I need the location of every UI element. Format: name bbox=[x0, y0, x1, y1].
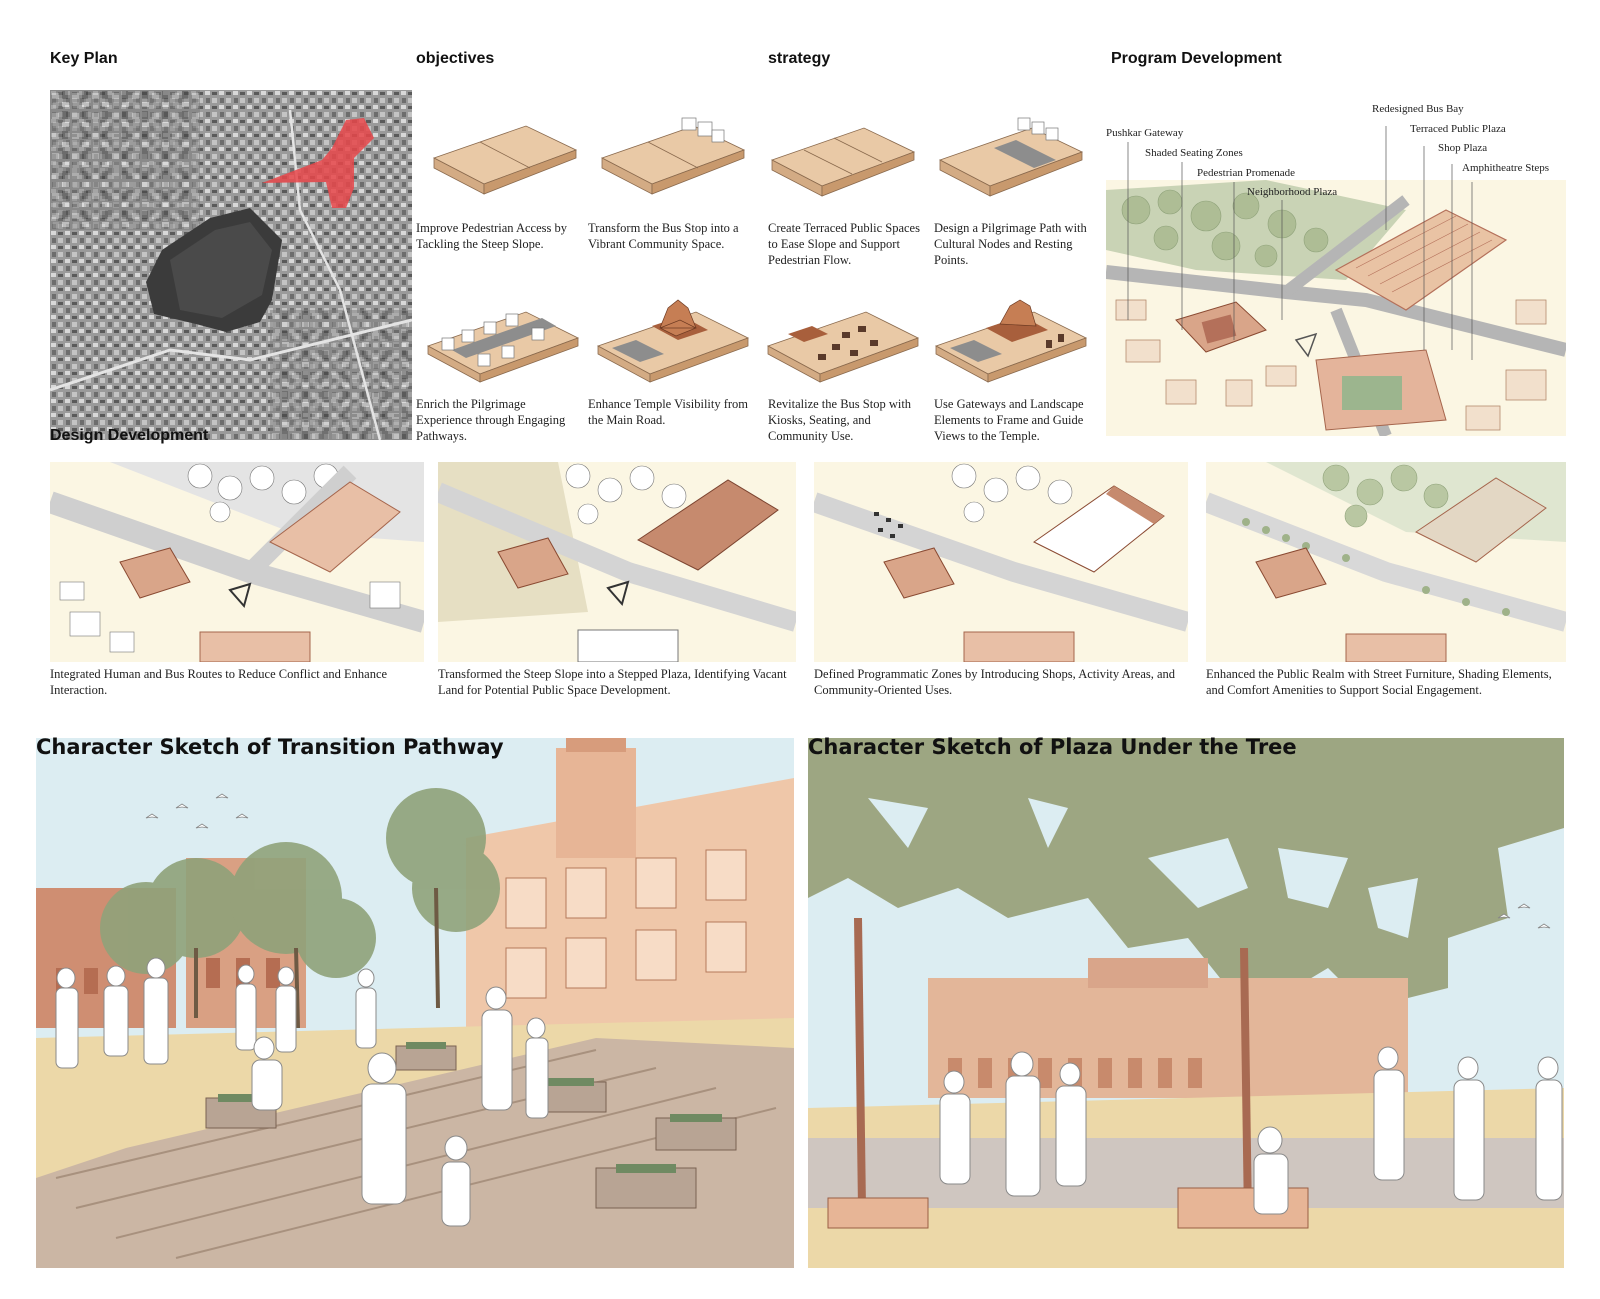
objectives-heading: objectives bbox=[416, 50, 495, 67]
strategy-heading: strategy bbox=[768, 50, 831, 67]
strategy-diagram-1 bbox=[764, 118, 924, 208]
design-development-caption-2: Transformed the Steep Slope into a Stepp… bbox=[438, 667, 787, 697]
label-redesigned-bus-bay: Redesigned Bus Bay bbox=[1372, 103, 1464, 115]
objective-diagram-4 bbox=[592, 290, 758, 392]
objective-diagram-3 bbox=[422, 296, 588, 392]
label-amphitheatre-steps: Amphitheatre Steps bbox=[1462, 162, 1550, 174]
objective-caption-1: Improve Pedestrian Access by Tackling th… bbox=[416, 221, 568, 251]
label-pedestrian-promenade: Pedestrian Promenade bbox=[1197, 167, 1296, 179]
label-shaded-seating-zones: Shaded Seating Zones bbox=[1145, 147, 1243, 159]
objective-diagram-2 bbox=[594, 110, 754, 208]
label-neighborhood-plaza: Neighborhood Plaza bbox=[1247, 186, 1338, 198]
strategy-caption-4: Use Gateways and Landscape Elements to F… bbox=[934, 397, 1084, 443]
objective-caption-4: Enhance Temple Visibility from the Main … bbox=[588, 397, 749, 427]
strategy-caption-2: Design a Pilgrimage Path with Cultural N… bbox=[934, 221, 1087, 267]
design-development-caption-3: Defined Programmatic Zones by Introducin… bbox=[814, 667, 1176, 697]
objective-diagram-1 bbox=[426, 118, 586, 208]
strategy-diagram-2 bbox=[932, 108, 1092, 208]
design-development-plan-2 bbox=[438, 462, 796, 662]
key-plan-heading: Key Plan bbox=[50, 50, 118, 67]
design-development-caption-4: Enhanced the Public Realm with Street Fu… bbox=[1206, 667, 1552, 697]
site-highlight bbox=[262, 118, 374, 208]
design-development-plan-4 bbox=[1206, 462, 1566, 662]
program-development-heading: Program Development bbox=[1111, 50, 1282, 67]
label-shop-plaza: Shop Plaza bbox=[1438, 142, 1488, 154]
objective-caption-2: Transform the Bus Stop into a Vibrant Co… bbox=[588, 221, 739, 251]
label-terraced-public-plaza: Terraced Public Plaza bbox=[1410, 123, 1506, 135]
key-plan-aerial-image bbox=[50, 90, 412, 440]
objective-caption-3: Enrich the Pilgrimage Experience through… bbox=[416, 397, 566, 443]
sketch-transition-heading: Character Sketch of Transition Pathway bbox=[36, 735, 504, 759]
design-development-caption-1: Integrated Human and Bus Routes to Reduc… bbox=[50, 667, 388, 697]
design-development-heading: Design Development bbox=[50, 427, 209, 444]
design-development-plan-1 bbox=[50, 462, 424, 662]
strategy-diagram-3 bbox=[762, 296, 928, 392]
strategy-caption-3: Revitalize the Bus Stop with Kiosks, Sea… bbox=[768, 397, 912, 443]
design-development-plan-3 bbox=[814, 462, 1188, 662]
sketch-transition-pathway bbox=[36, 738, 794, 1268]
program-development-plan bbox=[1106, 180, 1566, 436]
strategy-diagram-4 bbox=[930, 290, 1096, 392]
label-pushkar-gateway: Pushkar Gateway bbox=[1106, 127, 1184, 139]
sketch-plaza-under-tree bbox=[808, 738, 1564, 1268]
sketch-plaza-heading: Character Sketch of Plaza Under the Tree bbox=[808, 735, 1297, 759]
program-leader-lines bbox=[1127, 126, 1473, 360]
strategy-caption-1: Create Terraced Public Spaces to Ease Sl… bbox=[768, 221, 920, 267]
